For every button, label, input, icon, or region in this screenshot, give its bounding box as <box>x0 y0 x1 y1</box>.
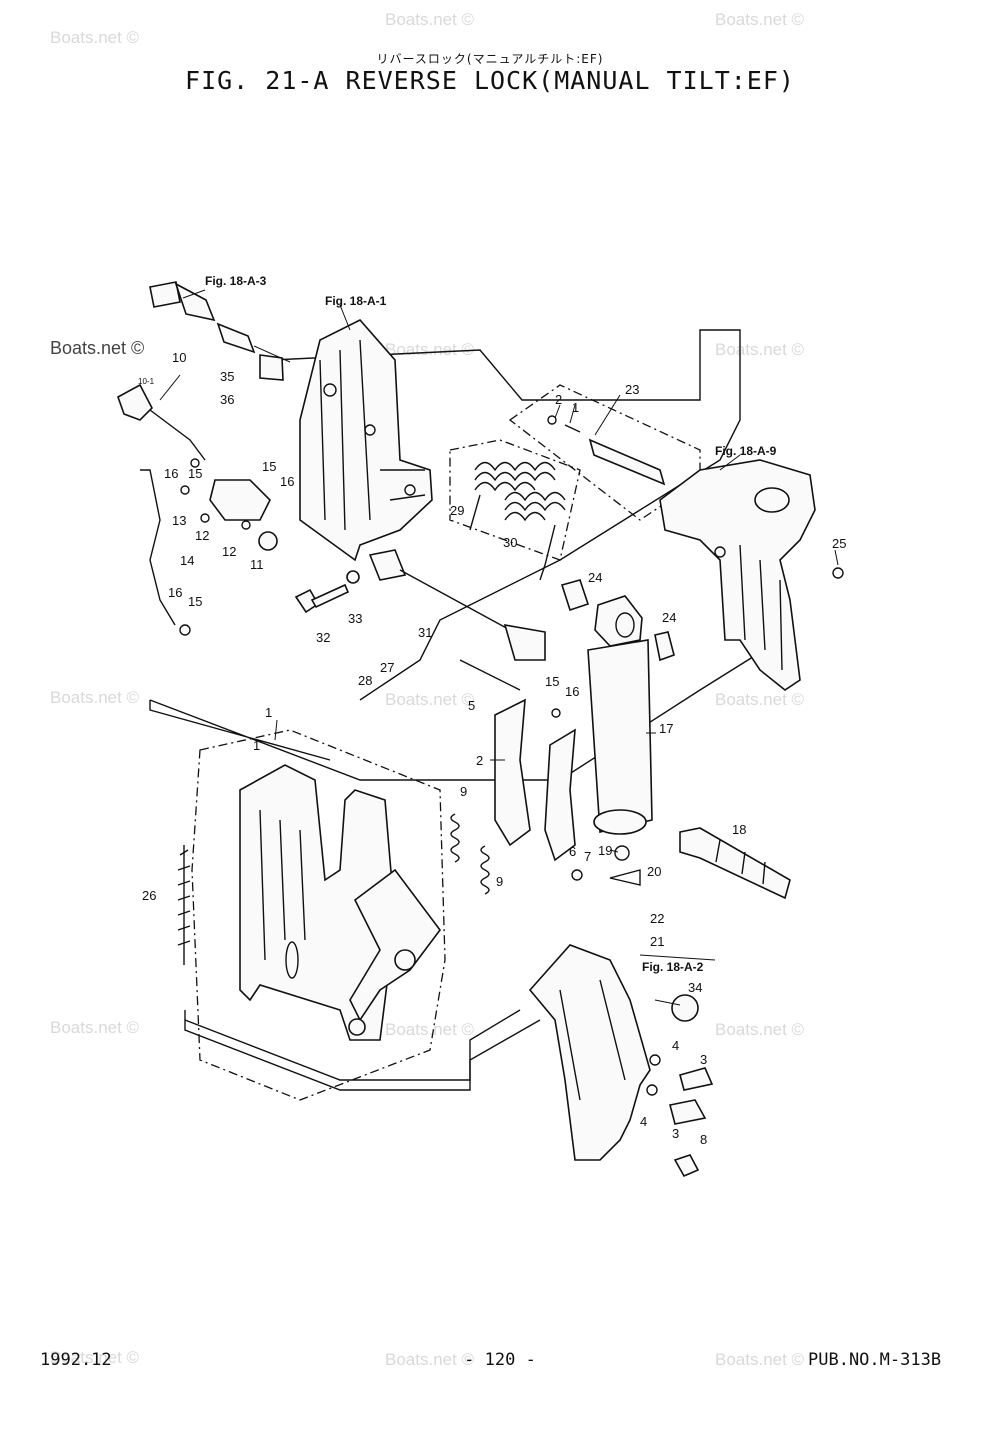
callout: 16 <box>164 466 178 481</box>
callout: 7 <box>584 849 591 864</box>
watermark: Boats.net © <box>715 340 805 359</box>
tilt-cylinder-part <box>560 579 675 835</box>
callout: 24 <box>662 610 676 625</box>
callout: 15 <box>188 594 202 609</box>
callout: 31 <box>418 625 432 640</box>
spring-pair-part <box>469 461 566 581</box>
callout: 30 <box>503 535 517 550</box>
callout: 22 <box>650 911 664 926</box>
callout: 21 <box>650 934 664 949</box>
callout: 2 <box>555 392 562 407</box>
callout: 4 <box>672 1038 679 1053</box>
watermark: Boats.net © <box>50 688 140 707</box>
callout: 33 <box>348 611 362 626</box>
hook-spring-part <box>450 813 490 895</box>
callout: 23 <box>625 382 639 397</box>
pivot-pin-part <box>679 827 791 900</box>
reverse-lock-hooks-part <box>459 659 641 886</box>
watermark: Boats.net © <box>715 690 805 709</box>
callout: 25 <box>832 536 846 551</box>
callout: 15 <box>545 674 559 689</box>
callout: 24 <box>588 570 602 585</box>
callout: 29 <box>450 503 464 518</box>
tilt-shaft-assembly-part <box>547 415 666 486</box>
callout: 4 <box>640 1114 647 1129</box>
callout: 1 <box>572 400 579 415</box>
watermark: Boats.net © <box>715 1020 805 1039</box>
watermark: Boats.net © <box>385 340 475 359</box>
callout: 3 <box>700 1052 707 1067</box>
watermark: Boats.net © <box>50 338 145 358</box>
callout: 16 <box>280 474 294 489</box>
swivel-bracket-left-part <box>299 319 433 562</box>
callout: 26 <box>142 888 156 903</box>
lower-swivel-bracket-part <box>239 764 396 1041</box>
fig-ref-18-a-1: Fig. 18-A-1 <box>325 294 387 308</box>
watermark: Boats.net © <box>385 10 475 29</box>
group-outline-bottom <box>184 1010 541 1091</box>
callout: 12 <box>195 528 209 543</box>
callout: 18 <box>732 822 746 837</box>
pivot-bolt-part <box>149 281 291 381</box>
figure-title: FIG. 21-A REVERSE LOCK(MANUAL TILT:EF) <box>185 66 795 95</box>
callout: 14 <box>180 553 194 568</box>
link-rod-assembly-part <box>294 549 546 661</box>
footer-page-number: - 120 - <box>464 1350 536 1370</box>
watermark: Boats.net © <box>715 1350 805 1369</box>
callout: 13 <box>172 513 186 528</box>
clamp-bracket-right-part <box>659 459 844 691</box>
callout: 15 <box>188 466 202 481</box>
callout: 10 <box>172 350 186 365</box>
callout: 11 <box>250 557 264 572</box>
callout: 12 <box>222 544 236 559</box>
callout: 27 <box>380 660 394 675</box>
callout: 3 <box>672 1126 679 1141</box>
fig-ref-18-a-9: Fig. 18-A-9 <box>715 444 777 458</box>
watermark: Boats.net © <box>385 1020 475 1039</box>
callout: 9 <box>496 874 503 889</box>
callout: 15 <box>262 459 276 474</box>
callout: 17 <box>659 721 673 736</box>
pivot-arm-part <box>348 868 441 1036</box>
manual-tilt-lever-part <box>117 383 278 636</box>
callout: 36 <box>220 392 234 407</box>
callout: 16 <box>168 585 182 600</box>
watermark: Boats.net © <box>50 1348 140 1367</box>
callout: 20 <box>647 864 661 879</box>
callout: 8 <box>700 1132 707 1147</box>
callout: 32 <box>316 630 330 645</box>
footer-publication-number: PUB.NO.M-313B <box>808 1350 942 1370</box>
callout: 9 <box>460 784 467 799</box>
fig-ref-18-a-3: Fig. 18-A-3 <box>205 274 267 288</box>
callout: 6 <box>569 844 576 859</box>
callout: 2 <box>476 753 483 768</box>
assembly-box-springs <box>449 439 581 561</box>
fig-ref-18-a-2: Fig. 18-A-2 <box>642 960 704 974</box>
assembly-box-23 <box>508 384 701 521</box>
watermark: Boats.net © <box>385 1350 475 1369</box>
callout: 1 <box>253 738 260 753</box>
clamp-bracket-lower-part <box>528 944 714 1178</box>
callout: 10-1 <box>138 377 155 386</box>
callout: 5 <box>468 698 475 713</box>
footer-date: 1992.12 <box>40 1350 112 1370</box>
watermark: Boats.net © <box>715 10 805 29</box>
callout: 28 <box>358 673 372 688</box>
watermark: Boats.net © <box>385 690 475 709</box>
group-outline-upper <box>271 329 741 701</box>
callout: 35 <box>220 369 234 384</box>
watermark: Boats.net © <box>50 1018 140 1037</box>
assembly-box-1 <box>191 729 446 1101</box>
leader-lines <box>159 289 839 1006</box>
callout: 1 <box>265 705 272 720</box>
watermark: Boats.net © <box>50 28 140 47</box>
japanese-title: リバースロック(マニュアルチルト:EF) <box>376 52 604 66</box>
long-spring-part <box>177 845 191 965</box>
callout: 16 <box>565 684 579 699</box>
callout: 19 <box>598 843 612 858</box>
callout: 34 <box>688 980 702 995</box>
